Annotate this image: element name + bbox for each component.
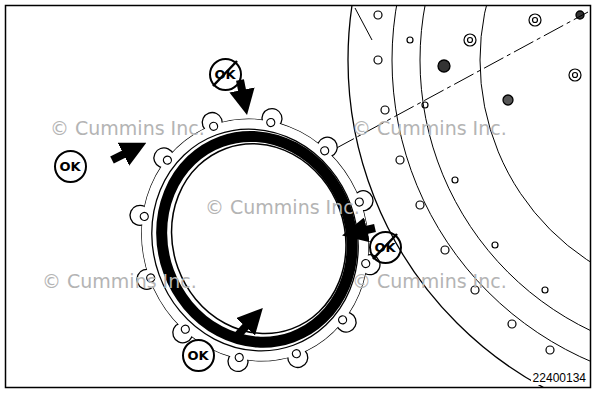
figure-number: 22400134: [531, 371, 588, 385]
rejected-symbol: OK: [209, 58, 242, 91]
symbol-text: OK: [374, 241, 395, 254]
watermark: © Cummins Inc.: [50, 119, 205, 138]
rejected-symbol: OK: [369, 231, 402, 264]
watermark: © Cummins Inc.: [42, 272, 197, 291]
symbol-text: OK: [59, 160, 80, 173]
watermark: © Cummins Inc.: [352, 272, 507, 291]
symbol-text: OK: [187, 349, 208, 362]
approved-symbol: OK: [54, 150, 87, 183]
symbol-text: OK: [214, 68, 235, 81]
watermark: © Cummins Inc.: [205, 198, 360, 217]
approved-symbol: OK: [182, 339, 215, 372]
watermark: © Cummins Inc.: [352, 119, 507, 138]
